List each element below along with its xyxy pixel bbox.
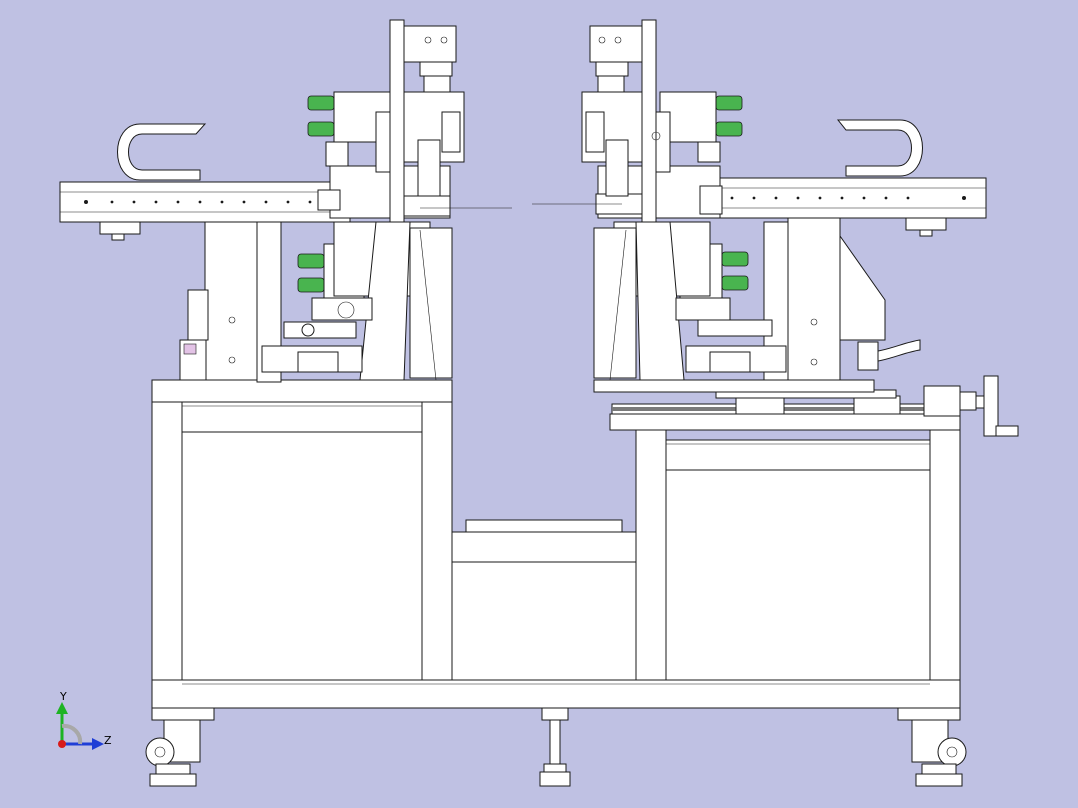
left-lower-body	[261, 221, 453, 381]
base-rail	[151, 679, 961, 709]
orientation-triad: Y Z	[56, 690, 112, 750]
right-valve-bank-upper	[659, 91, 743, 163]
left-caster	[145, 707, 215, 787]
handwheel	[923, 375, 1019, 437]
right-lower-body	[593, 221, 875, 393]
left-hose-hook	[117, 123, 207, 181]
left-cabinet	[151, 379, 453, 708]
left-carriage-block	[317, 165, 512, 219]
left-linear-rail	[59, 181, 351, 241]
right-linear-rail	[689, 177, 987, 237]
right-column-support	[763, 217, 921, 383]
center-foot	[539, 707, 571, 787]
middle-cabinet	[451, 519, 637, 681]
right-cabinet	[609, 413, 961, 708]
slide-table	[611, 389, 933, 415]
right-hose-hook	[836, 119, 923, 177]
right-caster	[897, 707, 967, 787]
axis-y-label: Y	[59, 690, 67, 703]
axis-z-label: Z	[104, 734, 112, 747]
